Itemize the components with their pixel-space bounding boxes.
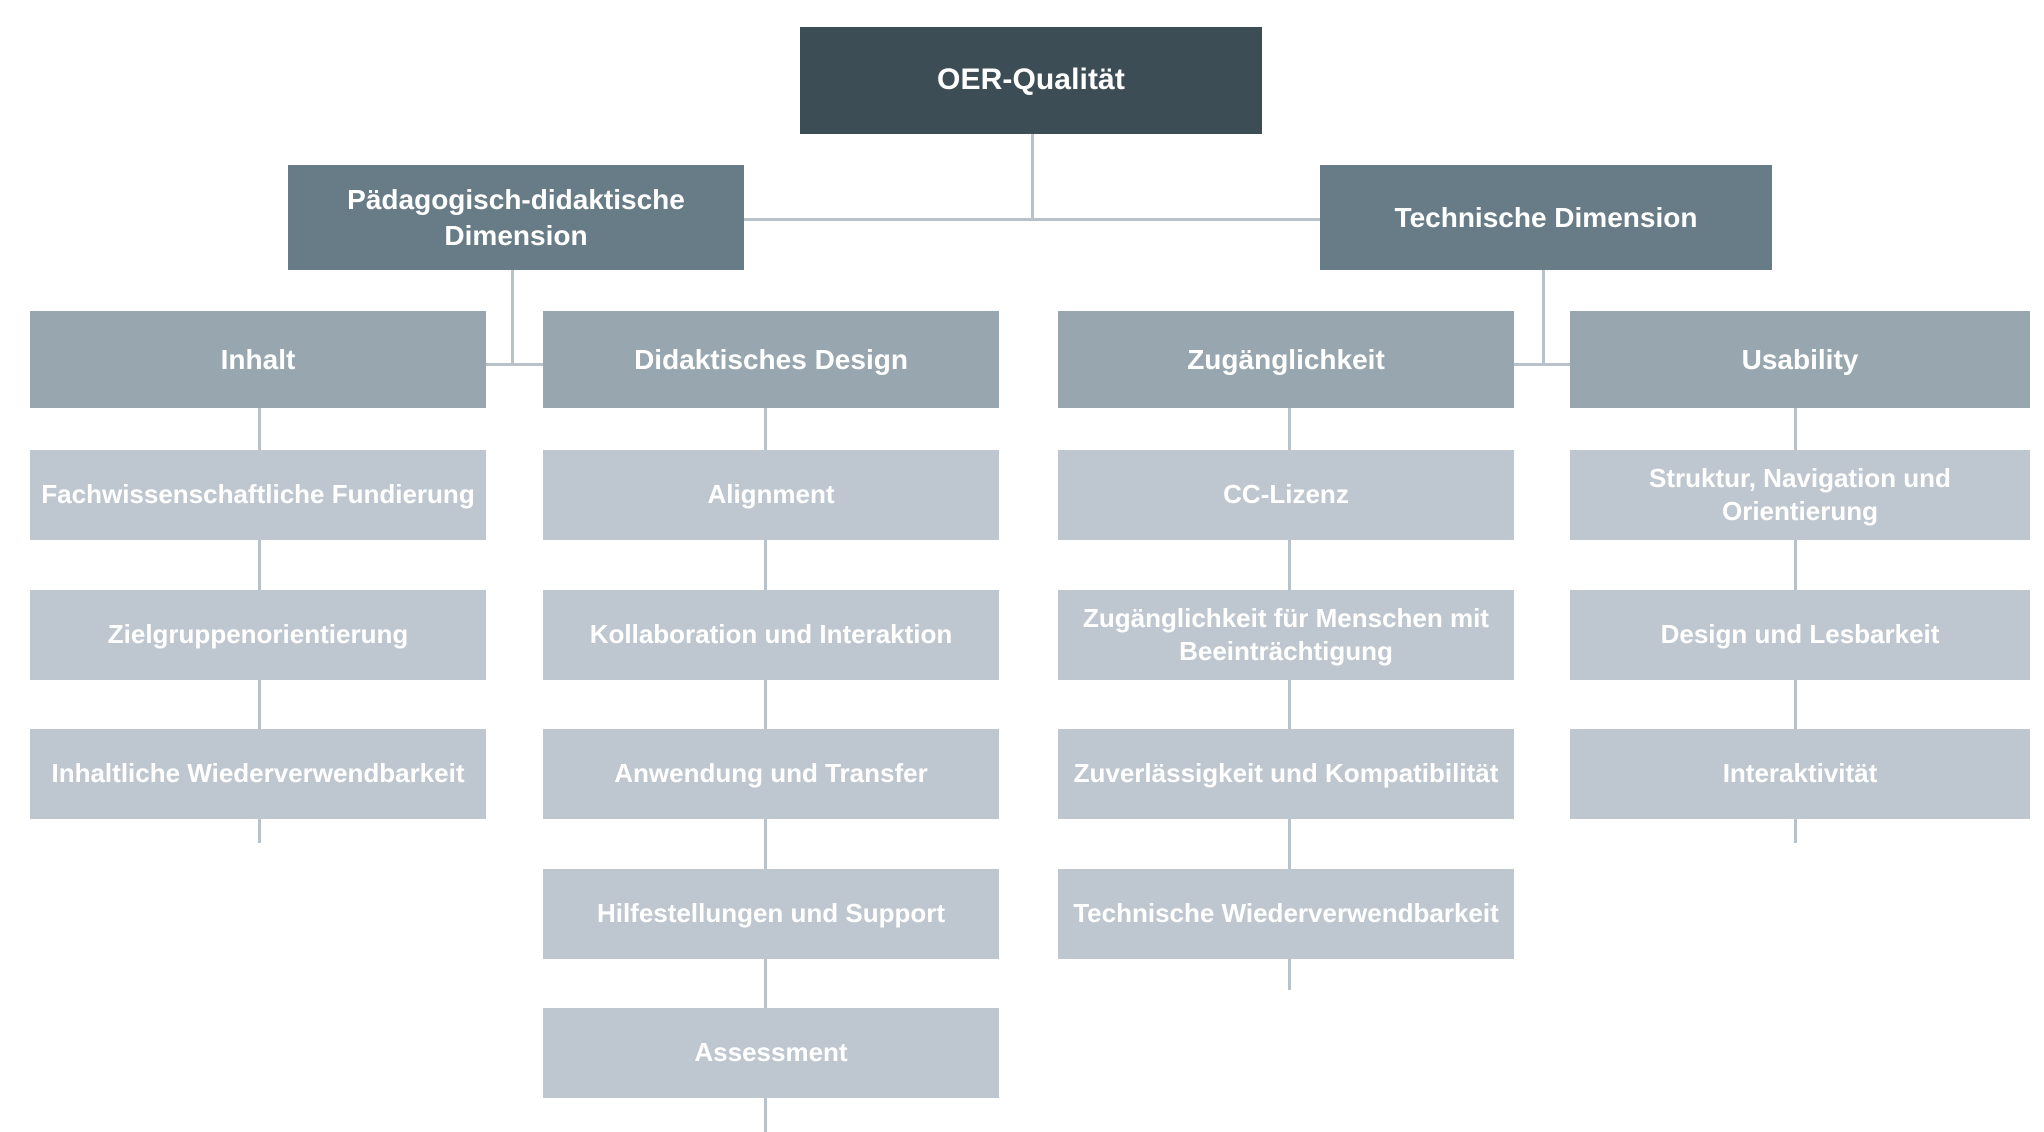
node-leaf-kollaboration-und-interaktion[interactable]: Kollaboration und Interaktion — [543, 590, 999, 680]
connector-paedagogisch-stem — [511, 270, 514, 365]
node-leaf-assessment[interactable]: Assessment — [543, 1008, 999, 1098]
connector-technische-stem — [1542, 270, 1545, 365]
node-category-inhalt[interactable]: Inhalt — [30, 311, 486, 408]
node-dimension-technisch[interactable]: Technische Dimension — [1320, 165, 1772, 270]
node-dimension-label: Technische Dimension — [1394, 201, 1698, 233]
node-leaf-technische-wiederverwendbarkeit[interactable]: Technische Wiederverwendbarkeit — [1058, 869, 1514, 959]
node-leaf-label: Kollaboration und Interaktion — [589, 619, 953, 650]
node-leaf-label: Technische Wiederverwendbarkeit — [1073, 898, 1499, 929]
node-leaf-zugaenglichkeit-fuer-menschen-mit-beeintraechtigung[interactable]: Zugänglichkeit für Menschen mit Beeinträ… — [1058, 590, 1514, 680]
connector-zugaenglichkeit-spine — [1288, 408, 1291, 990]
node-category-label: Didaktisches Design — [634, 343, 908, 375]
node-leaf-label: Anwendung und Transfer — [614, 758, 928, 789]
node-leaf-struktur-navigation-und-orientierung[interactable]: Struktur, Navigation und Orientierung — [1570, 450, 2030, 540]
node-root-oer-qualitaet[interactable]: OER-Qualität — [800, 27, 1262, 134]
node-leaf-inhaltliche-wiederverwendbarkeit[interactable]: Inhaltliche Wiederverwendbarkeit — [30, 729, 486, 819]
node-leaf-label: CC-Lizenz — [1223, 479, 1349, 510]
node-leaf-label: Zugänglichkeit für Menschen mit Beeinträ… — [1083, 602, 1489, 666]
node-leaf-label: Inhaltliche Wiederverwendbarkeit — [51, 758, 465, 789]
node-leaf-label: Hilfestellungen und Support — [596, 898, 946, 929]
node-leaf-label: Fachwissenschaftliche Fundierung — [41, 479, 475, 510]
node-leaf-label: Interaktivität — [1722, 758, 1878, 789]
node-leaf-zielgruppenorientierung[interactable]: Zielgruppenorientierung — [30, 590, 486, 680]
node-leaf-anwendung-und-transfer[interactable]: Anwendung und Transfer — [543, 729, 999, 819]
node-leaf-label: Alignment — [707, 479, 835, 510]
node-dimension-label: Pädagogisch-didaktische Dimension — [347, 183, 685, 251]
node-category-zugaenglichkeit[interactable]: Zugänglichkeit — [1058, 311, 1514, 408]
node-category-usability[interactable]: Usability — [1570, 311, 2030, 408]
node-dimension-paedagogisch-didaktisch[interactable]: Pädagogisch-didaktische Dimension — [288, 165, 744, 270]
node-leaf-fachwissenschaftliche-fundierung[interactable]: Fachwissenschaftliche Fundierung — [30, 450, 486, 540]
node-leaf-hilfestellungen-und-support[interactable]: Hilfestellungen und Support — [543, 869, 999, 959]
node-leaf-label: Assessment — [694, 1037, 848, 1068]
node-leaf-label: Design und Lesbarkeit — [1660, 619, 1940, 650]
node-leaf-label: Zielgruppenorientierung — [107, 619, 409, 650]
node-root-label: OER-Qualität — [937, 63, 1125, 97]
node-leaf-alignment[interactable]: Alignment — [543, 450, 999, 540]
node-leaf-design-und-lesbarkeit[interactable]: Design und Lesbarkeit — [1570, 590, 2030, 680]
connector-dimension-bar — [744, 218, 1320, 221]
node-category-didaktisches-design[interactable]: Didaktisches Design — [543, 311, 999, 408]
node-leaf-cc-lizenz[interactable]: CC-Lizenz — [1058, 450, 1514, 540]
node-category-label: Inhalt — [220, 343, 296, 375]
node-leaf-interaktivitaet[interactable]: Interaktivität — [1570, 729, 2030, 819]
node-leaf-label: Struktur, Navigation und Orientierung — [1649, 462, 1951, 526]
node-category-label: Zugänglichkeit — [1187, 343, 1385, 375]
node-leaf-label: Zuverlässigkeit und Kompatibilität — [1073, 758, 1499, 789]
node-category-label: Usability — [1741, 343, 1859, 375]
connector-root-stem — [1031, 134, 1034, 220]
connector-technische-category-bar — [1288, 363, 1794, 366]
node-leaf-zuverlaessigkeit-und-kompatibilitaet[interactable]: Zuverlässigkeit und Kompatibilität — [1058, 729, 1514, 819]
connector-paedagogisch-category-bar — [258, 363, 764, 366]
